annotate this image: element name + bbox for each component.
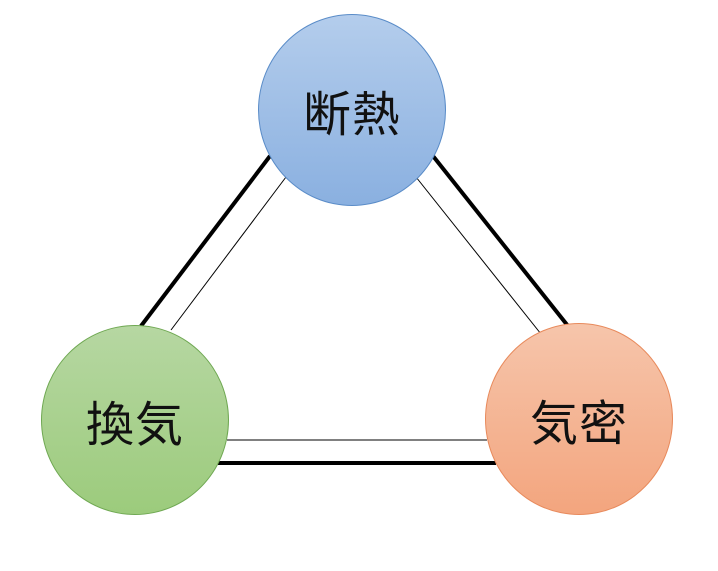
node-ventilation: 換気 [41,325,229,515]
node-ventilation-label: 換気 [85,397,184,453]
node-airtightness-label: 気密 [529,396,628,452]
connector-top-right-thick [431,154,570,328]
connector-top-left-thin [170,176,287,331]
connector-top-left-thick [139,154,272,328]
node-insulation: 断熱 [258,14,446,206]
node-airtightness: 気密 [485,323,673,515]
connector-top-right-thin [415,176,542,335]
node-insulation-label: 断熱 [302,87,401,143]
